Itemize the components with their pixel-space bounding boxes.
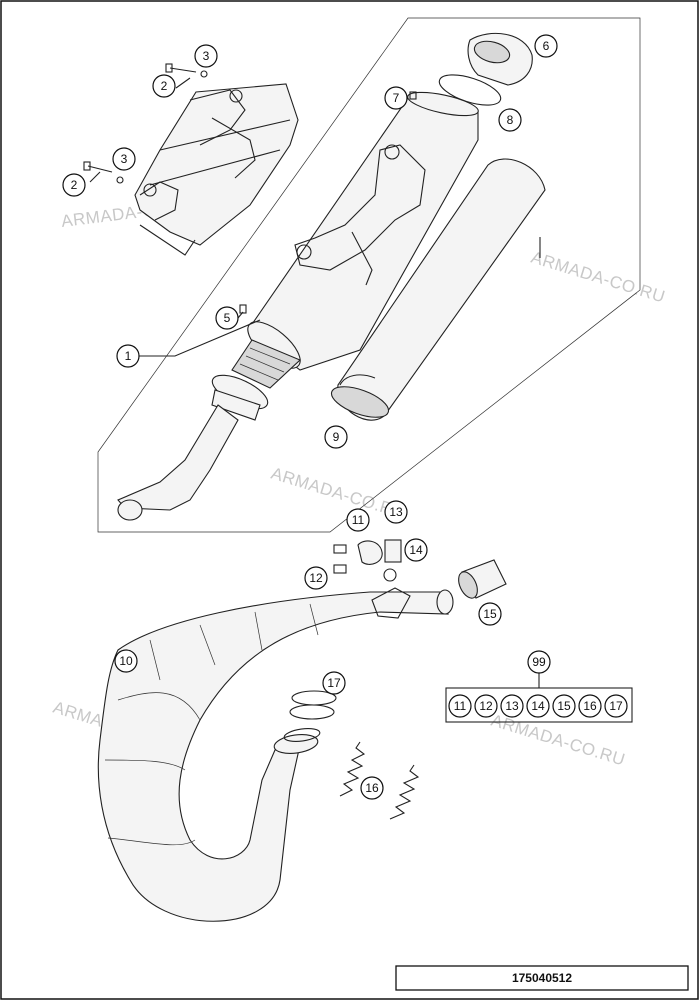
svg-text:17: 17 [327, 676, 341, 690]
svg-text:11: 11 [352, 513, 365, 527]
mount-hardware [333, 539, 402, 582]
callout-12: 12 [304, 566, 328, 590]
callout-1: 1 [116, 344, 140, 368]
kit-item-11: 11 [448, 694, 472, 718]
drawing-number: 175040512 [512, 971, 572, 985]
springs [339, 741, 420, 820]
callout-14: 14 [404, 538, 428, 562]
svg-text:11: 11 [454, 699, 467, 713]
watermark: ARMADA-CO.RU [489, 711, 628, 770]
svg-text:7: 7 [393, 91, 400, 105]
kit-item-15: 15 [552, 694, 576, 718]
svg-text:13: 13 [505, 699, 519, 713]
callout-7: 7 [384, 86, 408, 110]
svg-text:12: 12 [309, 571, 323, 585]
svg-text:15: 15 [557, 699, 571, 713]
exhaust-pipe [97, 587, 454, 922]
svg-text:5: 5 [224, 311, 231, 325]
callout-99: 99 [527, 650, 551, 674]
silencer-outer-tube [330, 158, 546, 421]
callout-3: 3 [194, 44, 218, 68]
perforated-core [117, 304, 301, 521]
svg-text:15: 15 [483, 607, 497, 621]
svg-text:3: 3 [121, 152, 128, 166]
svg-text:12: 12 [479, 699, 493, 713]
callout-9: 9 [324, 425, 348, 449]
callout-15: 15 [478, 602, 502, 626]
svg-text:3: 3 [203, 49, 210, 63]
callout-5: 5 [215, 306, 239, 330]
svg-text:2: 2 [71, 178, 78, 192]
kit-item-16: 16 [578, 694, 602, 718]
watermark: ARMADA-CO.RU [529, 248, 668, 307]
callout-8: 8 [498, 108, 522, 132]
svg-text:6: 6 [543, 39, 550, 53]
svg-text:17: 17 [609, 699, 623, 713]
rubber-sleeve [458, 559, 507, 599]
callout-11: 11 [346, 508, 370, 532]
callout-17: 17 [322, 671, 346, 695]
svg-text:14: 14 [409, 543, 423, 557]
kit-box [445, 687, 633, 723]
svg-text:99: 99 [532, 655, 546, 669]
svg-text:8: 8 [507, 113, 514, 127]
bolts-top-left [83, 63, 208, 184]
callout-13: 13 [384, 500, 408, 524]
kit-item-13: 13 [500, 694, 524, 718]
callout-16: 16 [360, 776, 384, 800]
svg-text:1: 1 [125, 349, 132, 363]
callout-10: 10 [114, 649, 138, 673]
callout-3: 3 [112, 147, 136, 171]
kit-reference: 99 11 12 13 14 15 16 17 [445, 650, 633, 723]
kit-item-14: 14 [526, 694, 550, 718]
svg-text:10: 10 [119, 654, 133, 668]
svg-text:9: 9 [333, 430, 340, 444]
svg-text:16: 16 [583, 699, 597, 713]
silencer-assembly-outline [97, 17, 641, 533]
callout-6: 6 [534, 34, 558, 58]
svg-text:16: 16 [365, 781, 379, 795]
svg-text:2: 2 [161, 79, 168, 93]
svg-text:14: 14 [531, 699, 545, 713]
kit-item-12: 12 [474, 694, 498, 718]
callout-2: 2 [152, 74, 176, 98]
svg-text:13: 13 [389, 505, 403, 519]
silencer-detail-top-left [134, 83, 299, 256]
callout-2: 2 [62, 173, 86, 197]
drawing-number-box: 175040512 [395, 965, 689, 991]
end-cap-parts [409, 32, 533, 106]
kit-item-17: 17 [604, 694, 628, 718]
o-rings [289, 690, 337, 720]
